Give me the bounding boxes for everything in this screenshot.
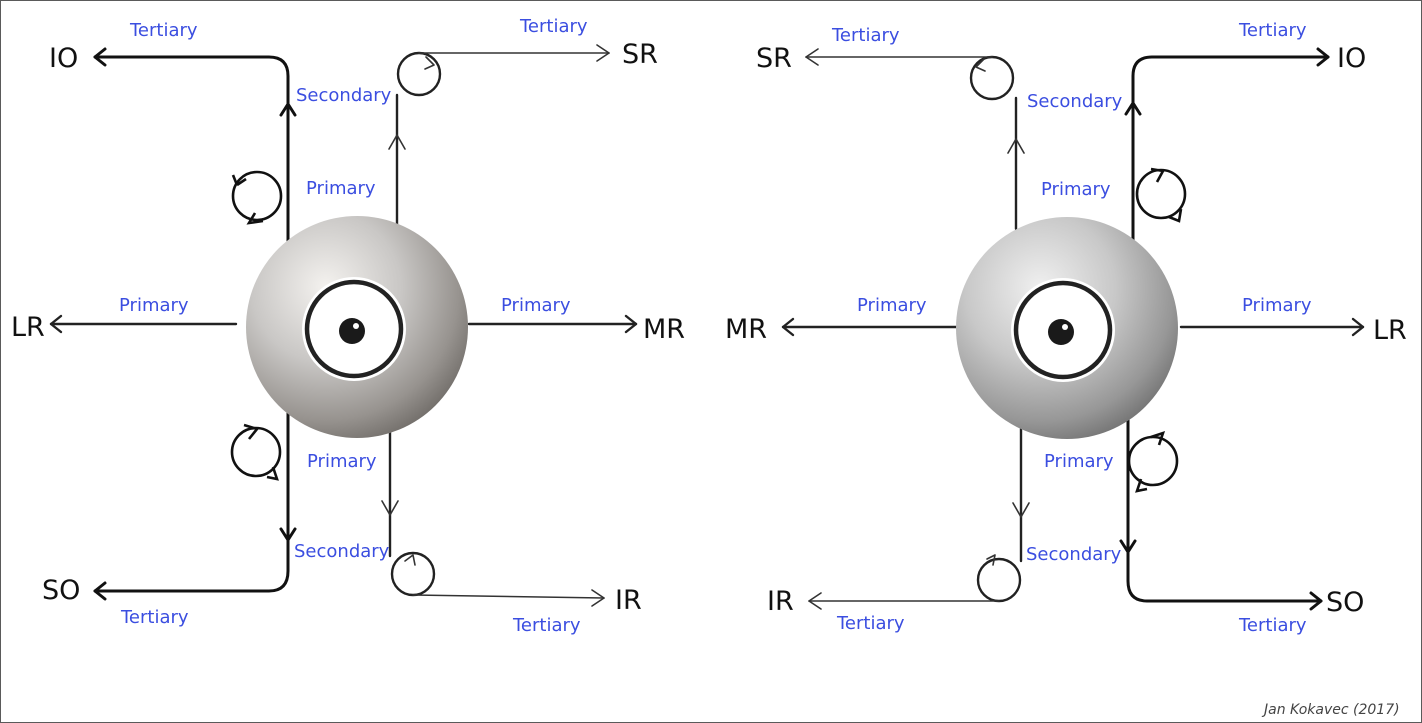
right-io-tertiary-label: Tertiary: [1238, 20, 1307, 41]
left-mr-pathway: [467, 314, 638, 334]
left-io-tertiary-label: Tertiary: [129, 20, 198, 41]
right-so-tertiary-label: Tertiary: [1238, 615, 1307, 636]
left-ir-tertiary-label: Tertiary: [512, 615, 581, 636]
left-io-primary-label: Primary: [306, 178, 376, 199]
left-so-label: SO: [42, 575, 80, 606]
left-sr-tertiary-label: Tertiary: [519, 16, 588, 37]
left-sr-rotation-icon: [396, 51, 442, 97]
left-sr-label: SR: [622, 39, 658, 70]
right-ir-rotation-icon: [976, 557, 1022, 603]
right-lr-primary-label: Primary: [1242, 295, 1312, 316]
right-io-label: IO: [1337, 43, 1366, 74]
right-so-pathway: [1119, 411, 1323, 611]
right-so-label: SO: [1326, 587, 1364, 618]
left-lr-primary-label: Primary: [119, 295, 189, 316]
left-so-tertiary-label: Tertiary: [120, 607, 189, 628]
left-ir-label: IR: [615, 585, 642, 616]
left-mr-label: MR: [643, 314, 685, 345]
credit-text: Jan Kokavec (2017): [1261, 702, 1400, 718]
right-lr-label: LR: [1373, 315, 1407, 346]
right-eye-diagram: SR IO MR LR IR SO Tertiary Secondary Pri…: [725, 20, 1407, 636]
right-ir-pathway: [808, 427, 1030, 610]
left-io-label: IO: [49, 43, 78, 74]
left-ir-pathway: [381, 424, 605, 607]
left-lr-label: LR: [11, 312, 45, 343]
left-io-pathway: [93, 47, 297, 243]
right-mr-primary-label: Primary: [857, 295, 927, 316]
right-sr-secondary-label: Secondary: [1027, 91, 1123, 112]
left-eyeball: [246, 216, 468, 438]
right-io-pathway: [1124, 47, 1330, 243]
left-so-pathway: [93, 407, 297, 601]
right-ir-secondary-label: Secondary: [1026, 544, 1122, 565]
right-ir-label: IR: [767, 586, 794, 617]
left-ir-rotation-icon: [390, 551, 436, 597]
right-mr-pathway: [781, 317, 958, 337]
right-lr-pathway: [1179, 317, 1365, 337]
right-sr-pathway: [805, 48, 1025, 231]
left-io-secondary-label: Secondary: [296, 85, 392, 106]
right-sr-primary-label: Primary: [1041, 179, 1111, 200]
left-sr-pathway: [388, 44, 610, 228]
right-eyeball: [956, 217, 1178, 439]
left-io-rotation-icon: [231, 170, 283, 222]
right-mr-label: MR: [725, 314, 767, 345]
right-sr-tertiary-label: Tertiary: [831, 25, 900, 46]
left-so-primary-label: Primary: [307, 451, 377, 472]
left-eye-diagram: IO SR LR MR SO IR Tertiary Secondary Pri…: [11, 16, 685, 636]
right-sr-rotation-icon: [969, 55, 1015, 101]
right-sr-label: SR: [756, 43, 792, 74]
left-mr-primary-label: Primary: [501, 295, 571, 316]
left-so-secondary-label: Secondary: [294, 541, 390, 562]
right-ir-primary-label: Primary: [1044, 451, 1114, 472]
right-ir-tertiary-label: Tertiary: [836, 613, 905, 634]
left-lr-pathway: [49, 314, 238, 334]
right-so-rotation-icon: [1127, 435, 1179, 487]
